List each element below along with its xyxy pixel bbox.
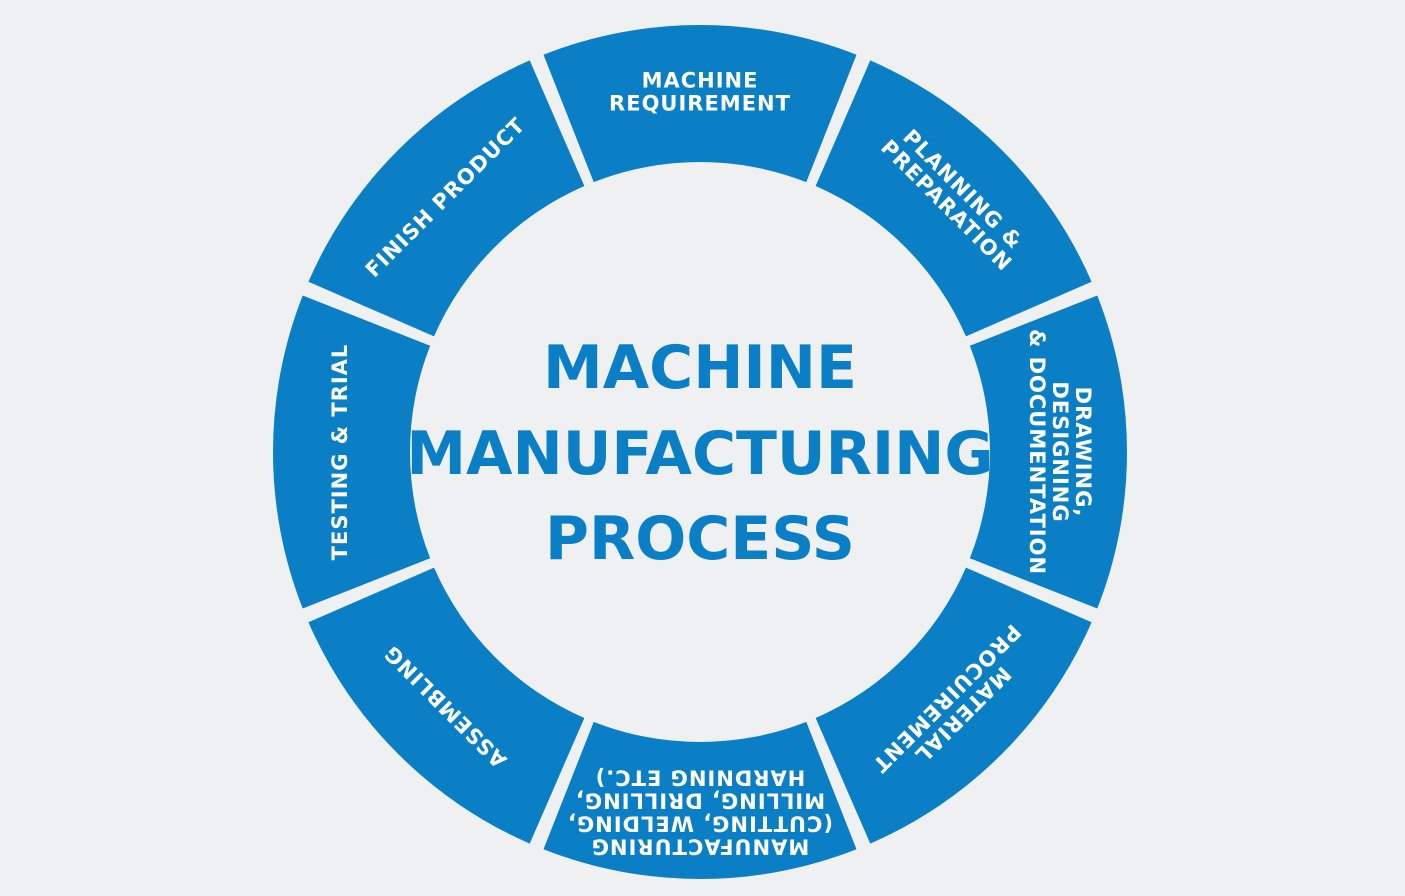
- center-title-line-1: MACHINE: [543, 333, 857, 403]
- segment-label-line: MACHINE: [642, 69, 759, 93]
- segment-material-procurement: [815, 567, 1092, 844]
- segment-machine-requirement: [543, 25, 857, 183]
- segment-label-testing-trial: TESTING & TRIAL: [328, 344, 352, 561]
- ring-segments: [273, 25, 1127, 880]
- segment-label-line: MANUFACTURING: [591, 835, 810, 859]
- segment-finish-product: [308, 60, 585, 337]
- segment-label-drawing-designing-documentation: DRAWING,DESIGNING& DOCUMENTATION: [1025, 329, 1095, 575]
- center-title-line-2: MANUFACTURING: [406, 419, 993, 489]
- segment-label-line: TESTING & TRIAL: [328, 344, 352, 561]
- segment-testing-trial: [273, 295, 431, 609]
- segment-drawing-designing-documentation: [969, 295, 1127, 609]
- segment-label-line: HARDNING ETC.): [595, 766, 806, 790]
- segment-manufacturing: [543, 721, 857, 880]
- center-title: MACHINE MANUFACTURING PROCESS: [406, 333, 993, 574]
- segment-label-line: MILLING, DRILLING,: [575, 789, 825, 813]
- segment-label-line: DRAWING,: [1071, 387, 1095, 518]
- segment-assembling: [308, 567, 585, 844]
- segment-label-line: (CUTTING, WELDING,: [567, 812, 833, 836]
- segment-planning-preparation: [815, 60, 1092, 337]
- center-title-line-3: PROCESS: [545, 504, 855, 574]
- segment-label-line: & DOCUMENTATION: [1025, 329, 1049, 575]
- segment-label-line: DESIGNING: [1048, 381, 1072, 522]
- segment-label-line: REQUIREMENT: [609, 92, 791, 116]
- segment-label-manufacturing: MANUFACTURING(CUTTING, WELDING,MILLING, …: [567, 766, 833, 859]
